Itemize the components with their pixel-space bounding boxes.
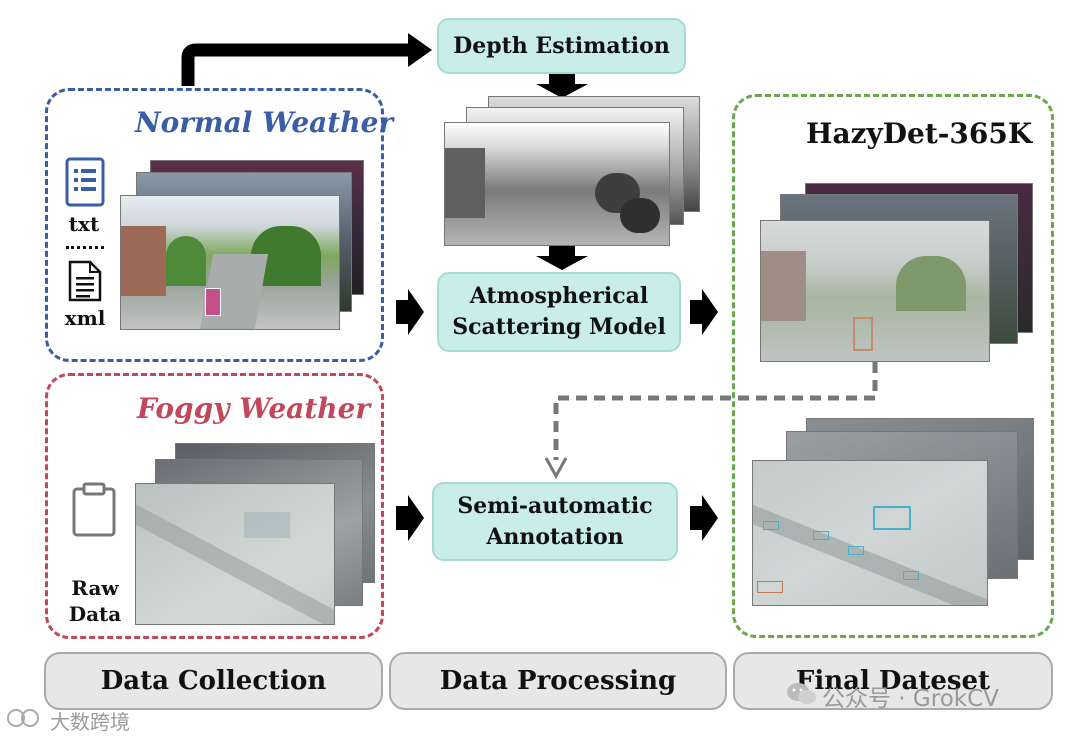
normal-weather-panel	[45, 88, 384, 362]
txt-label: txt	[68, 212, 100, 236]
annotation-label-line2: Annotation	[486, 523, 624, 550]
brand-logo-icon	[7, 709, 39, 727]
semi-automatic-annotation-box: Semi-automatic Annotation	[432, 482, 678, 561]
text-document-icon	[65, 157, 105, 207]
final-dataset-panel	[732, 94, 1054, 638]
scattering-model-label-line2: Scattering Model	[452, 314, 666, 340]
format-separator	[66, 246, 104, 249]
raw-data-label-line2: Data	[68, 602, 122, 626]
clipboard-icon	[72, 482, 116, 537]
normal-image-front	[120, 195, 340, 330]
xml-label: xml	[64, 306, 106, 330]
depth-estimation-label: Depth Estimation	[453, 32, 670, 59]
foggy-weather-title: Foggy Weather	[137, 392, 371, 425]
scattering-model-box: Atmospherical Scattering Model	[437, 272, 681, 352]
stage-data-collection-label: Data Collection	[100, 666, 327, 696]
final-aerial-front	[752, 460, 988, 606]
stage-data-processing: Data Processing	[389, 652, 727, 710]
foggy-weather-panel	[45, 373, 384, 639]
stage-final-dataset-label: Final Dateset	[795, 666, 991, 696]
foggy-image-front	[135, 483, 335, 625]
final-dataset-title: HazyDet-365K	[806, 117, 1033, 150]
xml-file-icon	[68, 260, 102, 302]
final-hazy-front	[760, 220, 990, 362]
watermark-left: 大数跨境	[50, 710, 130, 734]
annotation-label-line1: Semi-automatic	[457, 492, 653, 519]
stage-final-dataset: Final Dateset	[733, 652, 1053, 710]
depth-estimation-box: Depth Estimation	[437, 18, 686, 74]
watermark-right: 公众号 · GrokCV	[822, 686, 999, 712]
depth-map-front	[444, 122, 670, 246]
stage-data-processing-label: Data Processing	[439, 666, 677, 696]
scattering-model-label-line1: Atmospherical	[469, 283, 649, 309]
stage-data-collection: Data Collection	[44, 652, 383, 710]
normal-weather-title: Normal Weather	[135, 106, 394, 139]
wechat-icon	[787, 683, 816, 704]
raw-data-label-line1: Raw	[71, 576, 119, 600]
